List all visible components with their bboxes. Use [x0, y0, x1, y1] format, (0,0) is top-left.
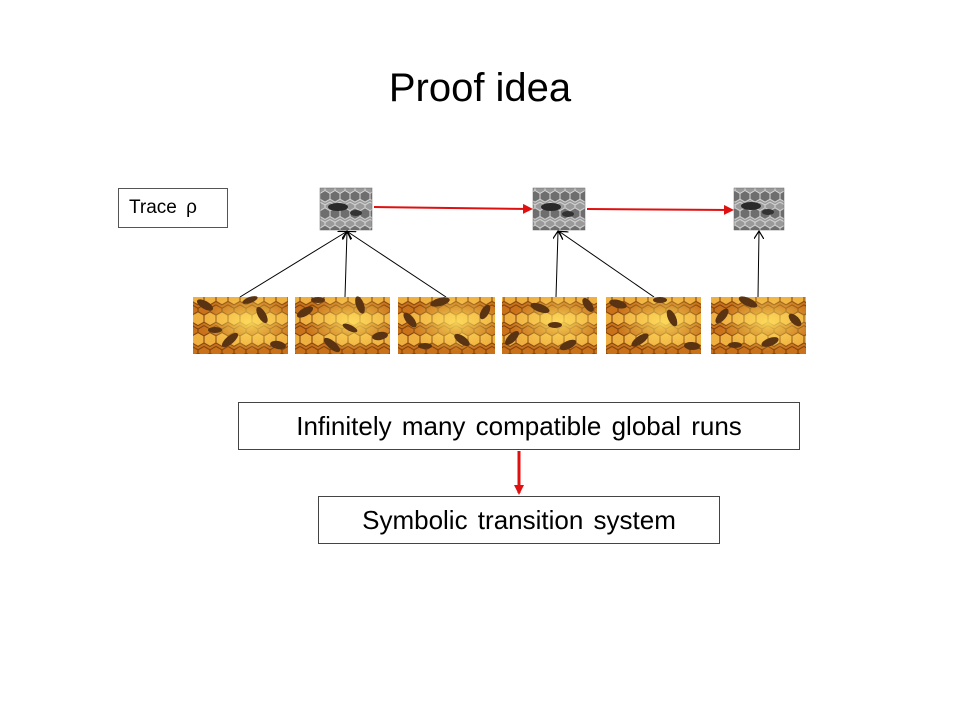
- global-run-1: [193, 296, 288, 354]
- projection-arrow: [345, 232, 347, 298]
- projection-arrow: [758, 232, 759, 298]
- projection-arrow: [556, 232, 558, 298]
- global-run-5: [606, 297, 701, 354]
- projection-arrow: [239, 232, 346, 298]
- symbolic-transition-system-box: Symbolic transition system: [318, 496, 720, 544]
- trace-node-2: [532, 187, 586, 231]
- global-run-2: [295, 296, 390, 354]
- projection-arrow: [560, 232, 655, 298]
- global-run-4: [502, 297, 597, 354]
- trace-arrow-2: [586, 204, 734, 215]
- trace-node-1: [319, 187, 373, 231]
- slide-title: Proof idea: [388, 66, 572, 110]
- trace-label: Trace ρ: [118, 188, 228, 228]
- projection-arrow: [348, 232, 447, 298]
- global-run-3: [398, 297, 495, 354]
- global-run-6: [711, 296, 806, 354]
- trace-arrow-1: [373, 203, 533, 214]
- projection-arrows: [239, 232, 759, 298]
- trace-node-3: [733, 187, 785, 231]
- global-runs-box: Infinitely many compatible global runs: [238, 402, 800, 450]
